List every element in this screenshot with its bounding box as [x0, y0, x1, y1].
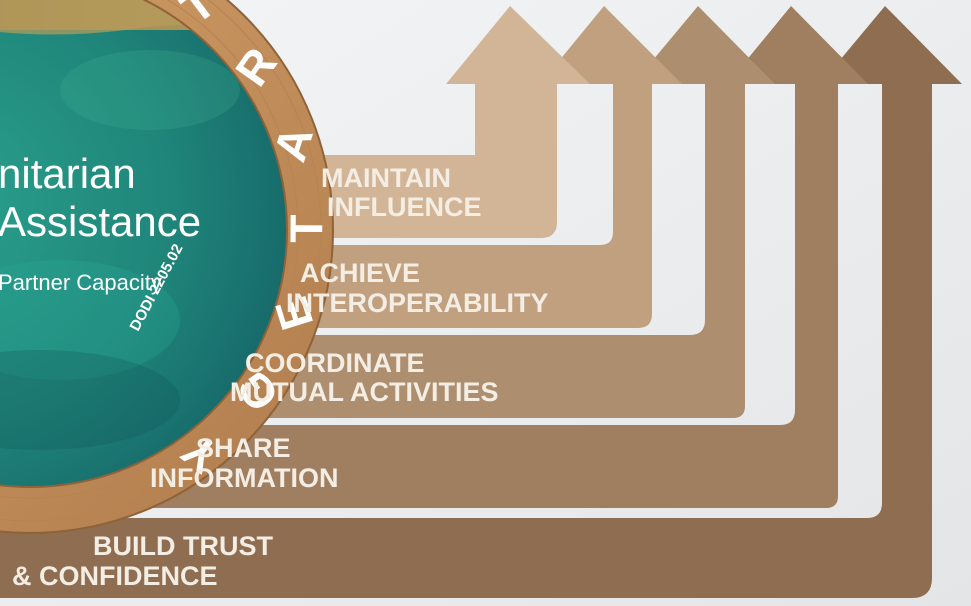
step-3-line-2: MUTUAL ACTIVITIES [230, 377, 499, 407]
step-label-5: BUILD TRUST & CONFIDENCE [12, 531, 273, 591]
arrow-band-5 [0, 6, 962, 598]
ring-label-letter: T [280, 214, 332, 242]
step-label-2: ACHIEVE INTEROPERABILITY [286, 258, 549, 318]
step-1-line-2: INFLUENCE [327, 192, 482, 222]
globe-subtitle: Partner Capacity [0, 270, 162, 295]
step-1-line-1: MAINTAIN [321, 163, 451, 193]
step-5-line-1: BUILD TRUST [93, 531, 273, 561]
globe-title-line-1: nitarian [0, 150, 136, 197]
strategy-ring [0, 0, 334, 534]
step-4-line-2: INFORMATION [150, 463, 338, 493]
arrow-band-1 [250, 6, 590, 238]
step-2-line-1: ACHIEVE [300, 258, 420, 288]
step-label-4: SHARE INFORMATION [150, 433, 338, 493]
step-2-line-2: INTEROPERABILITY [286, 288, 549, 318]
globe-title-line-2: Assistance [0, 198, 201, 245]
step-label-1: MAINTAIN INFLUENCE [321, 163, 482, 222]
step-3-line-1: COORDINATE [245, 348, 425, 378]
step-5-line-2: & CONFIDENCE [12, 561, 218, 591]
step-label-3: COORDINATE MUTUAL ACTIVITIES [230, 348, 499, 407]
step-4-line-1: SHARE [196, 433, 291, 463]
